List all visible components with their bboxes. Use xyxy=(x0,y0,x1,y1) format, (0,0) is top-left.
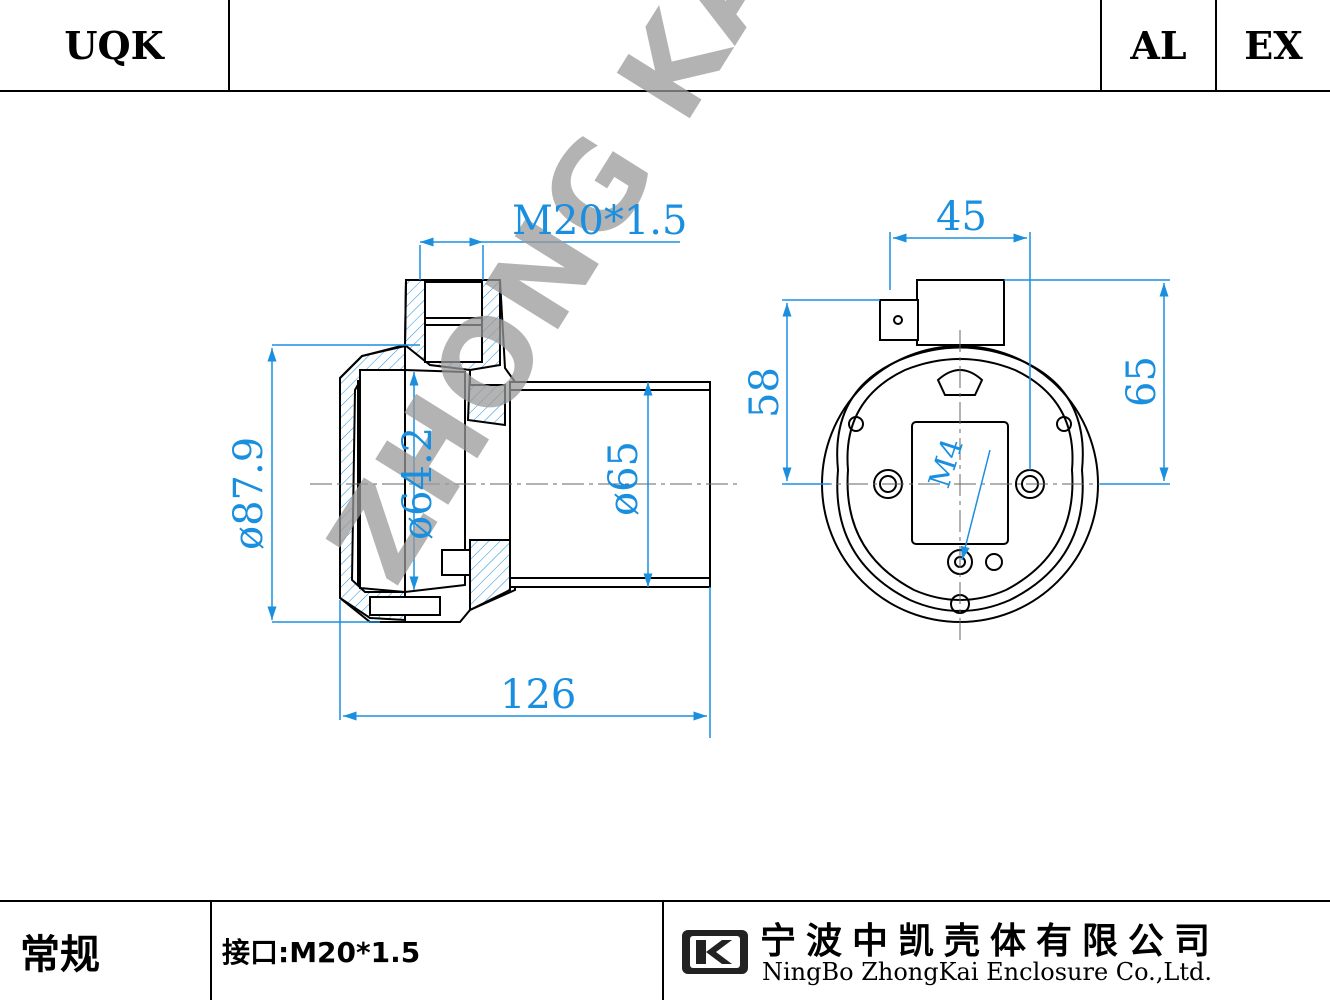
body-hatch-bottom xyxy=(469,539,511,612)
dim-dia-65: ø65 xyxy=(601,441,647,516)
dim-dia-879: ø87.9 xyxy=(226,437,272,550)
material-ex-code: EX xyxy=(1244,22,1303,68)
footer-company-cell: 宁波中凯壳体有限公司 NingBo ZhongKai Enclosure Co.… xyxy=(664,902,1330,1000)
header-divider xyxy=(0,90,1330,92)
dimension-lines xyxy=(267,232,1170,738)
material-al-code: AL xyxy=(1130,22,1187,68)
dim-length-126: 126 xyxy=(500,672,576,718)
dim-dia-642: ø64.2 xyxy=(395,427,441,540)
model-code: UQK xyxy=(64,22,164,68)
side-section-view xyxy=(339,279,711,623)
company-logo-icon xyxy=(682,930,748,974)
material-ex-box: EX xyxy=(1215,0,1330,92)
company-name-cn: 宁波中凯壳体有限公司 xyxy=(760,921,1221,962)
dim-height-58: 58 xyxy=(742,367,788,418)
company-name-en: NingBo ZhongKai Enclosure Co.,Ltd. xyxy=(762,958,1212,986)
footer-interface-cell: 接口:M20*1.5 xyxy=(212,902,664,1000)
interface-label: 接口:M20*1.5 xyxy=(222,936,421,969)
type-label: 常规 xyxy=(20,932,100,978)
footer-divider xyxy=(0,900,1330,902)
centerlines xyxy=(310,330,1120,640)
dim-height-65: 65 xyxy=(1119,356,1165,407)
footer-type-cell: 常规 xyxy=(0,902,212,1000)
dim-width-45: 45 xyxy=(936,194,987,240)
model-code-box: UQK xyxy=(0,0,230,92)
dim-thread-top: M20*1.5 xyxy=(512,198,687,244)
